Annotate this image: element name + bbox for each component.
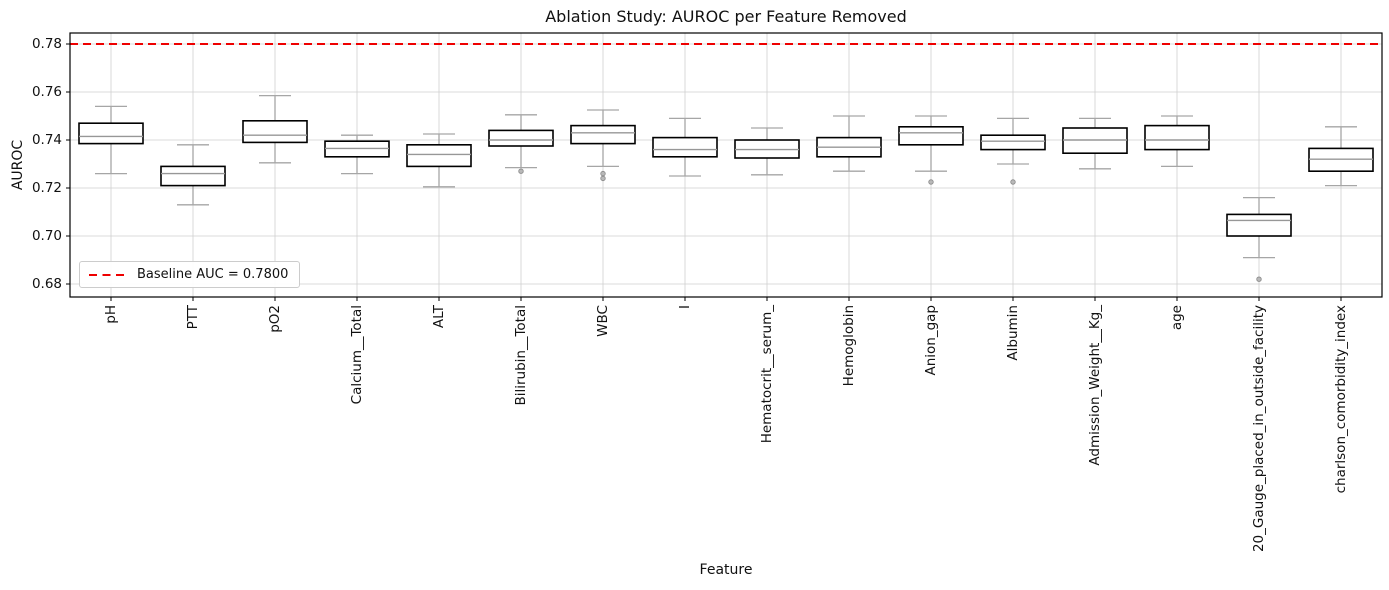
box-rect [1226, 213, 1292, 237]
flier-dot [928, 179, 934, 185]
y-tick-label: 0.72 [32, 180, 62, 196]
x-tick-label: WBC [595, 305, 611, 337]
x-tick-label: charlson_comorbidity_index [1333, 305, 1349, 493]
flier-dot [600, 175, 606, 182]
box-Hematocrit__serum_ [734, 127, 800, 176]
box-rect [980, 134, 1046, 151]
flier-dot [1256, 276, 1262, 282]
legend-label: Baseline AUC = 0.7800 [137, 267, 289, 282]
chart-title: Ablation Study: AUROC per Feature Remove… [545, 7, 907, 26]
x-tick-label: Bilirubin__Total [513, 305, 529, 406]
x-tick-label: 20_Gauge_placed_in_outside_facility [1251, 305, 1267, 552]
flier-dot [600, 170, 606, 177]
box-Admission_Weight__Kg_ [1062, 117, 1128, 170]
box-charlson_comorbidity_index [1308, 126, 1374, 187]
x-tick-label: pH [103, 305, 119, 324]
x-tick-label: Hemoglobin [841, 305, 857, 386]
box-PTT [160, 144, 226, 206]
tick-marks [66, 43, 1342, 301]
flier-dot [1010, 179, 1016, 185]
box-rect [242, 120, 308, 144]
y-tick-label: 0.68 [32, 276, 62, 292]
y-tick-label: 0.74 [32, 132, 62, 148]
plot-border [69, 32, 1383, 298]
box-rect [898, 126, 964, 146]
legend: Baseline AUC = 0.7800 [79, 261, 301, 288]
box-age [1144, 115, 1210, 168]
y-tick-label: 0.70 [32, 228, 62, 244]
boxplot-series [78, 94, 1374, 282]
flier-dot [518, 168, 524, 174]
y-tick-label: 0.76 [32, 84, 62, 100]
box-Calcium__Total [324, 134, 390, 175]
x-axis-label: Feature [699, 562, 753, 578]
box-rect [406, 144, 472, 168]
legend-dash-icon [89, 273, 127, 276]
x-tick-label: Calcium__Total [349, 305, 365, 404]
box-20_Gauge_placed_in_outside_facility [1226, 196, 1292, 282]
x-tick-label: Anion_gap [923, 305, 939, 376]
box-rect [488, 129, 554, 147]
box-pO2 [242, 94, 308, 164]
box-Hemoglobin [816, 115, 882, 172]
x-tick-label: Admission_Weight__Kg_ [1087, 305, 1103, 466]
x-tick-label: PTT [185, 304, 201, 329]
box-rect [570, 124, 636, 145]
x-tick-label: pO2 [267, 305, 283, 333]
box-rect [652, 136, 718, 158]
x-tick-label: ALT [431, 304, 447, 328]
x-tick-label: I [677, 305, 693, 309]
x-tick-labels: pH PTT pO2 Calcium__Total ALT Bilirubin__Tota… [103, 304, 1349, 552]
box-ALT [406, 133, 472, 188]
box-WBC [570, 109, 636, 182]
box-pH [78, 105, 144, 175]
gridlines [70, 33, 1382, 297]
box-I [652, 117, 718, 177]
box-Albumin [980, 117, 1046, 185]
x-tick-label: age [1169, 305, 1185, 330]
y-tick-label: 0.78 [32, 36, 62, 52]
x-tick-label: Albumin [1005, 305, 1021, 361]
y-axis-label: AUROC [10, 139, 26, 191]
box-rect [1144, 124, 1210, 151]
box-rect [160, 165, 226, 187]
box-Bilirubin__Total [488, 114, 554, 174]
box-rect [78, 122, 144, 145]
y-tick-labels: 0.68 0.70 0.72 0.74 0.76 0.78 [32, 36, 62, 292]
box-Anion_gap [898, 115, 964, 185]
x-tick-label: Hematocrit__serum_ [759, 305, 775, 444]
